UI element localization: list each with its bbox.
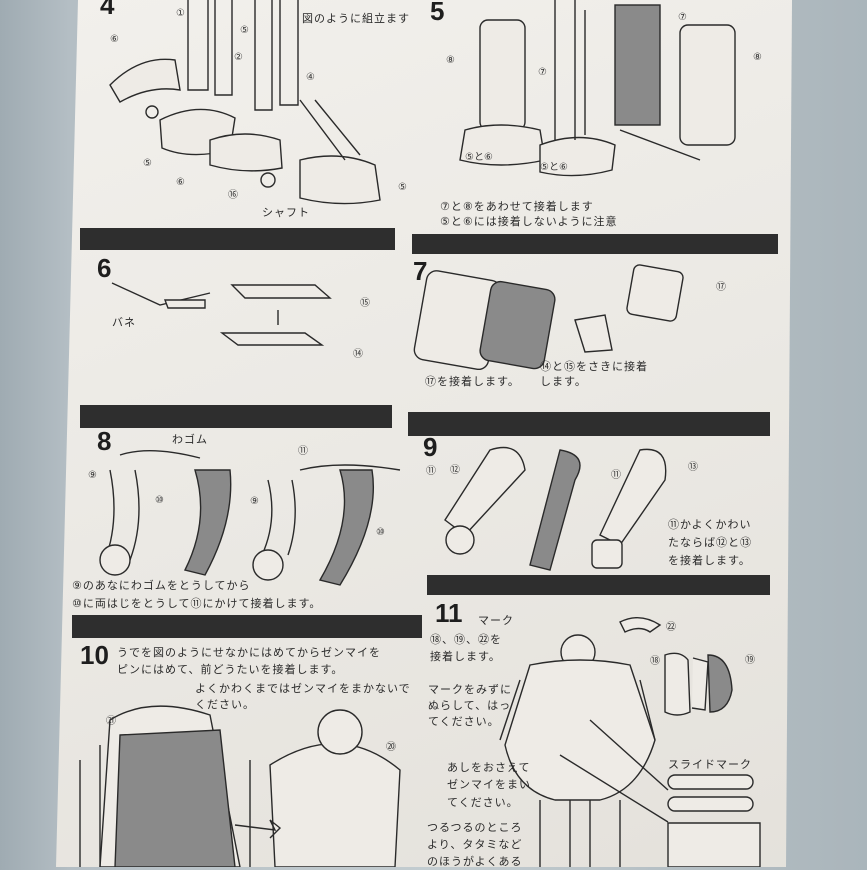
part-label: ⑥ xyxy=(110,34,119,45)
step-8-instruction-2: ⑩に両はじをとうして⑪にかけて接着します。 xyxy=(72,597,322,610)
rubber-band-label: わゴム xyxy=(172,433,208,446)
part-label: ⑧ xyxy=(446,55,455,66)
surface-instruction: より、タタミなど xyxy=(427,838,523,851)
part-label: ⑲ xyxy=(745,655,755,666)
step-5-number: 5 xyxy=(430,0,445,26)
part-label: ⑮ xyxy=(360,298,370,309)
step4-leg-parts xyxy=(109,0,381,205)
part-label: ⑯ xyxy=(228,190,238,201)
part-label: ⑤ xyxy=(143,158,152,169)
step-11-parts: ⑱、⑲、㉒を xyxy=(430,633,502,646)
step-6-number: 6 xyxy=(97,253,112,283)
decal-instruction: ぬらして、はっ xyxy=(428,699,512,712)
step-9-number: 9 xyxy=(423,432,438,462)
step7-box-parts xyxy=(413,264,684,371)
part-label: ⑬ xyxy=(688,462,698,473)
decal-instruction: マークをみずに xyxy=(428,683,512,696)
step-4-caption: 図のように組立ます xyxy=(302,12,410,25)
step-8-number: 8 xyxy=(97,426,112,456)
part-label: ⑤と⑥ xyxy=(540,162,568,173)
step8-arm-parts xyxy=(99,449,401,586)
part-label: ⑩ xyxy=(376,527,385,538)
part-label: ⑪ xyxy=(611,470,621,481)
step-9-instruction-2: たならば⑫と⑬ xyxy=(668,536,752,549)
step9-arm-parts xyxy=(444,446,667,571)
part-label: ⑰ xyxy=(716,282,726,293)
wind-instruction: ゼンマイをまい xyxy=(447,778,531,791)
step-4-number: 4 xyxy=(100,0,115,20)
section-divider xyxy=(80,405,392,428)
section-divider xyxy=(72,615,422,638)
step-7-note-1: ⑭と⑮をさきに接着 xyxy=(540,360,648,373)
part-label: ⑱ xyxy=(650,656,660,667)
step-8-instruction-1: ⑨のあなにわゴムをとうしてから xyxy=(72,579,251,592)
step-7-number: 7 xyxy=(413,256,428,286)
part-label: ⑳ xyxy=(386,742,396,753)
step-10-number: 10 xyxy=(80,640,109,670)
part-label: ⑦ xyxy=(678,12,687,23)
part-label: ⑫ xyxy=(450,465,460,476)
decal-instruction: てください。 xyxy=(428,715,500,728)
step-10-warning-2: ください。 xyxy=(195,698,255,711)
part-label: ㉑ xyxy=(106,716,116,727)
step-5-instruction-2: ⑤と⑥には接着しないように注意 xyxy=(440,215,618,228)
part-label: ⑪ xyxy=(298,446,308,457)
step6-spring-parts xyxy=(111,282,332,346)
part-label: ⑤ xyxy=(398,182,407,193)
section-divider xyxy=(80,228,395,250)
part-label: ⑤ xyxy=(240,25,249,36)
part-label: ① xyxy=(176,8,185,19)
step10-body-parts xyxy=(79,705,401,867)
mark-label: マーク xyxy=(478,614,514,627)
surface-instruction: つるつるのところ xyxy=(427,821,523,834)
step-10-instruction-2: ピンにはめて、前どうたいを接着します。 xyxy=(117,663,344,676)
part-label: ⑦ xyxy=(538,67,547,78)
step-11-glue: 接着します。 xyxy=(430,650,501,663)
section-divider xyxy=(427,575,770,595)
step-9-instruction-1: ⑪かよくかわい xyxy=(668,518,752,531)
section-divider xyxy=(412,234,778,254)
part-label: ⑤と⑥ xyxy=(465,152,493,163)
step-9-instruction-3: を接着します。 xyxy=(668,554,751,567)
step-5-instruction-1: ⑦と⑧をあわせて接着します xyxy=(440,200,594,213)
part-label: ⑨ xyxy=(88,470,97,481)
slide-mark-label: スライドマーク xyxy=(668,758,752,771)
part-label: ⑥ xyxy=(176,177,185,188)
surface-instruction: のほうがよくある xyxy=(427,855,523,868)
wind-instruction: てください。 xyxy=(447,796,519,809)
wind-instruction: あしをおさえて xyxy=(447,761,531,774)
step-7-note-2: します。 xyxy=(540,375,587,388)
step11-robot xyxy=(499,617,761,867)
part-label: ⑭ xyxy=(353,349,363,360)
part-label: ⑧ xyxy=(753,52,762,63)
spring-label: バネ xyxy=(112,316,136,329)
part-label: ⑩ xyxy=(155,495,164,506)
step-11-number: 11 xyxy=(435,598,463,628)
part-label: ⑨ xyxy=(250,496,259,507)
step-10-warning-1: よくかわくまではゼンマイをまかないで xyxy=(195,682,411,695)
step-10-instruction-1: うでを図のようにせなかにはめてからゼンマイを xyxy=(117,646,381,659)
part-label: ② xyxy=(234,52,243,63)
part-label: ⑪ xyxy=(426,466,436,477)
step5-leg-assembly xyxy=(459,0,736,177)
part-label: ㉒ xyxy=(666,622,676,633)
shaft-label: シャフト xyxy=(262,206,310,219)
section-divider xyxy=(408,412,770,436)
step-7-instruction: ⑰を接着します。 xyxy=(425,375,520,388)
part-label: ④ xyxy=(306,72,315,83)
